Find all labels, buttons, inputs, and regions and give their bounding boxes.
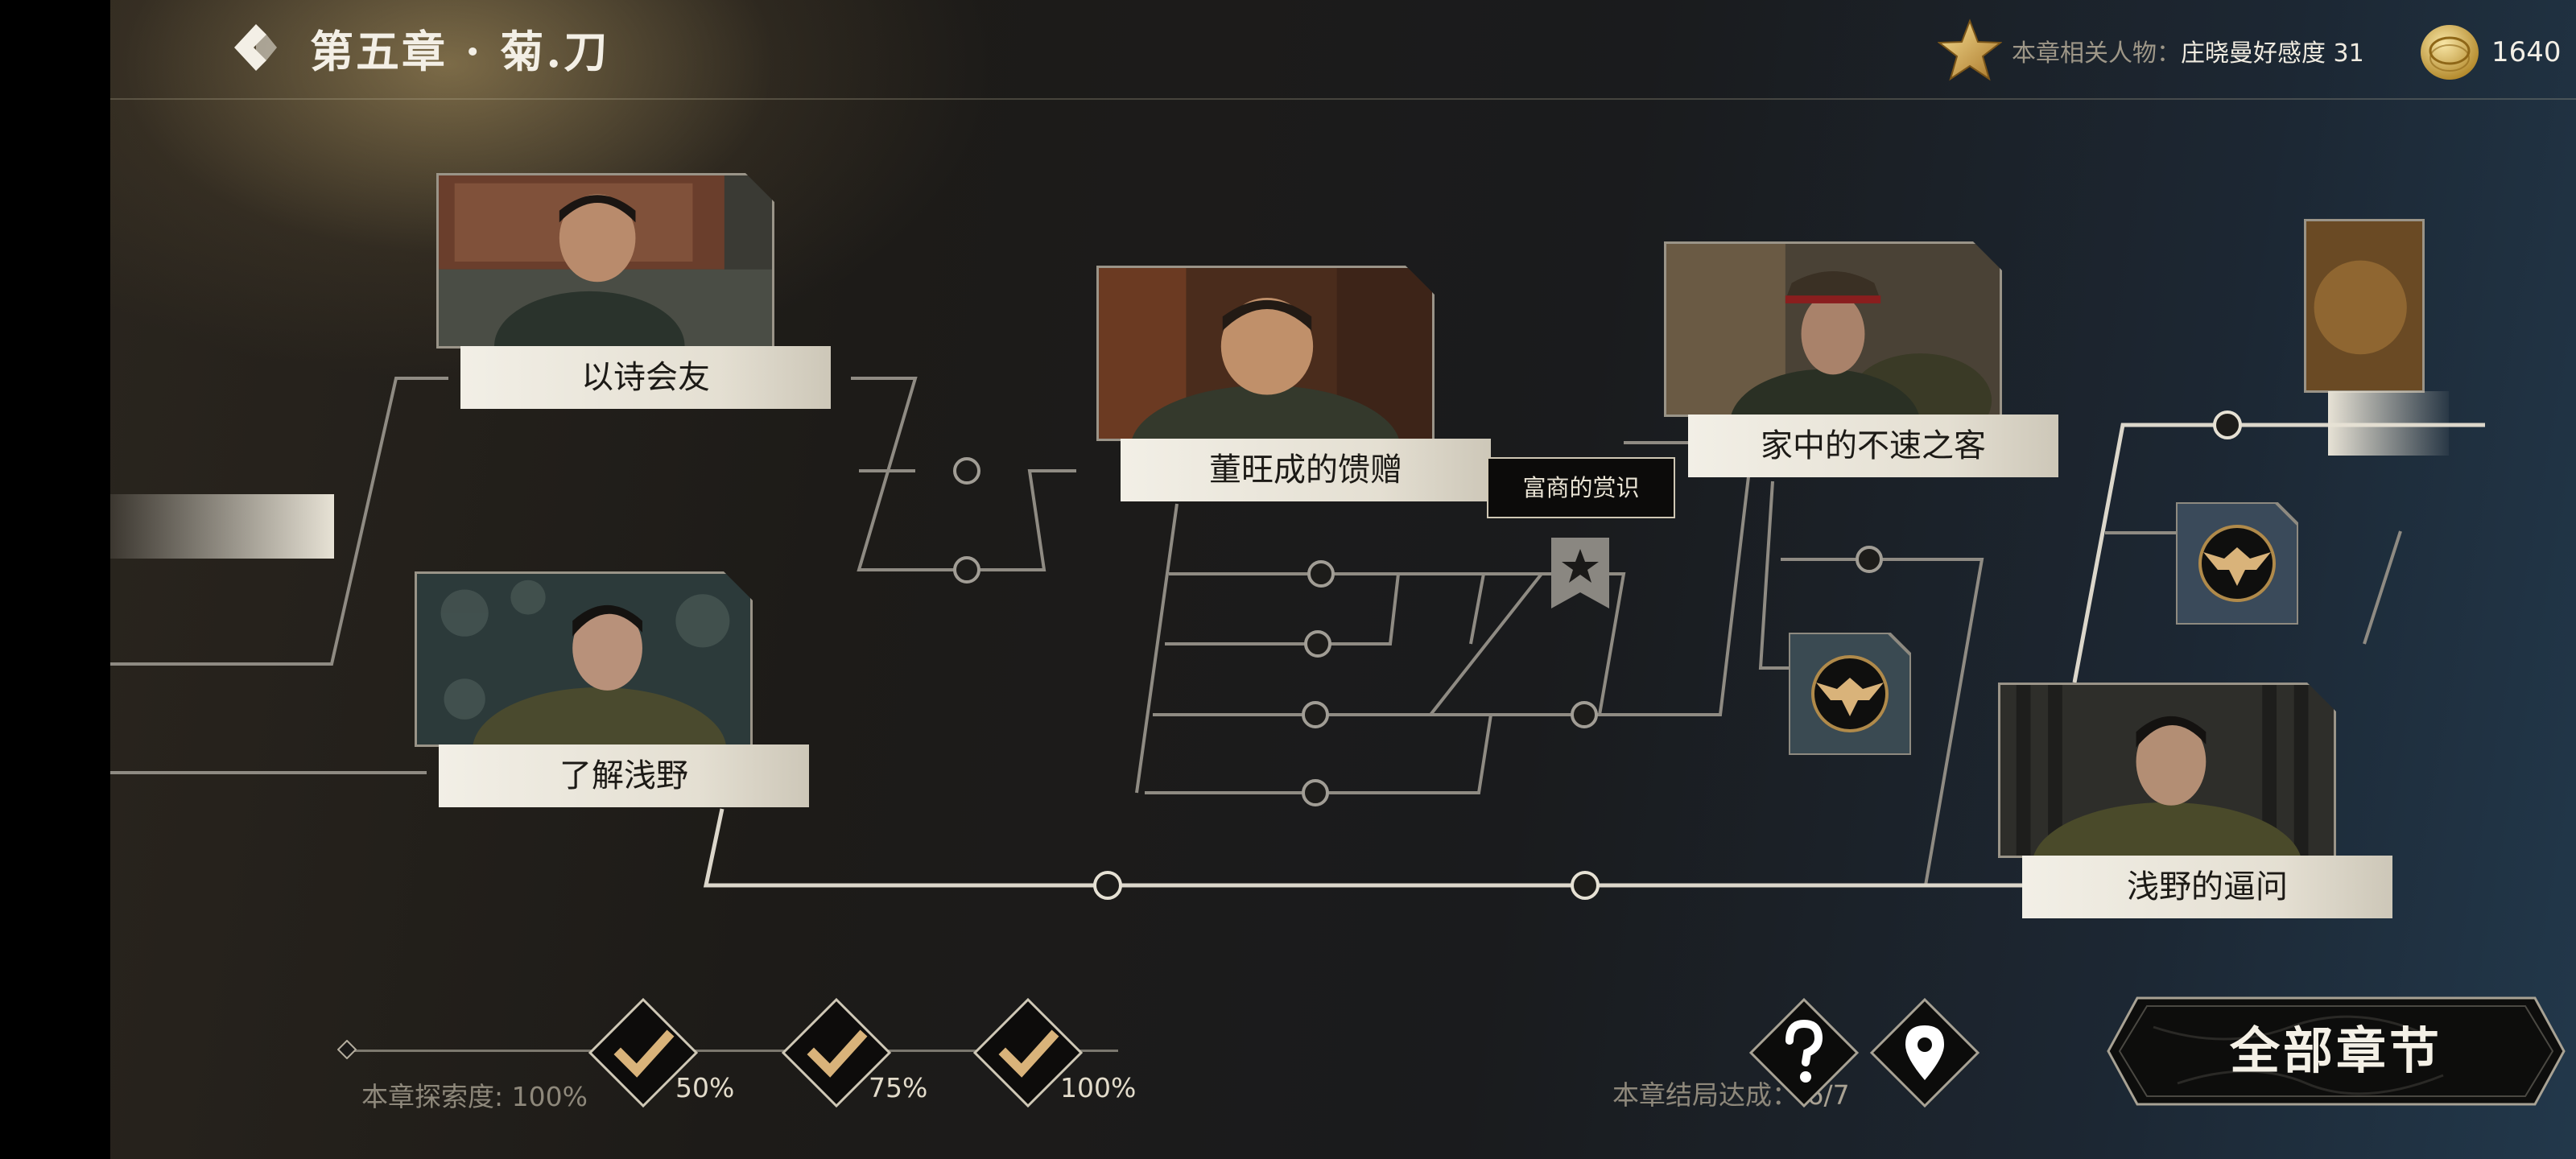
node-thumbnail (1998, 683, 2336, 858)
exploration-label: 本章探索度: (361, 1081, 504, 1112)
story-node-poetry[interactable]: 以诗会友 (436, 173, 831, 415)
story-node-visitor[interactable]: 家中的不速之客 (1664, 241, 2066, 483)
milestone-checkmark-icon[interactable] (587, 996, 700, 1109)
affinity-label: 本章相关人物： (2012, 39, 2181, 68)
header-divider (110, 98, 2576, 100)
gold-star-icon (1938, 19, 2002, 81)
map-pin-icon (1905, 1025, 1944, 1080)
node-thumbnail (1096, 266, 1435, 441)
achievement-tooltip: 富商的赏识 (1487, 457, 1675, 518)
winged-insignia-icon[interactable] (2176, 502, 2298, 625)
node-label: 浅野的逼问 (2022, 856, 2392, 918)
story-node-interrogation[interactable]: 浅野的逼问 (1998, 683, 2401, 924)
gold-coin-icon (2421, 25, 2479, 80)
bookmark-star-icon[interactable] (1551, 538, 1609, 608)
story-map: 第五章 · 菊.刀 本章相关人物： 庄晓曼好感度 31 1640 (110, 0, 2576, 1159)
node-thumbnail (1664, 241, 2002, 417)
offscreen-story-node[interactable] (2304, 219, 2449, 460)
coin-amount: 1640 (2491, 36, 2562, 68)
all-chapters-button-frame (2107, 996, 2566, 1106)
milestone-label: 100% (1060, 1072, 1137, 1103)
exploration-progress-track (345, 1050, 1118, 1052)
story-node-gift[interactable]: 董旺成的馈赠 (1096, 266, 1499, 507)
offscreen-node-stub (110, 494, 334, 559)
story-path-lines (110, 377, 2485, 900)
all-chapters-button[interactable]: 全部章节 (2105, 995, 2567, 1107)
node-label: 了解浅野 (439, 744, 809, 807)
all-chapters-label: 全部章节 (2229, 1021, 2442, 1080)
node-thumbnail (415, 571, 753, 747)
back-arrow-icon[interactable] (231, 23, 281, 72)
coin-counter: 1640 (2419, 21, 2562, 84)
path-junction-dots (953, 410, 2242, 900)
milestone-label: 75% (869, 1072, 928, 1103)
question-mark-icon (1785, 1019, 1823, 1083)
exploration-value: 100% (511, 1081, 588, 1112)
map-button[interactable] (1868, 996, 1981, 1109)
node-label: 以诗会友 (460, 346, 831, 409)
affinity-indicator: 本章相关人物： 庄晓曼好感度 31 (1938, 18, 2364, 84)
milestone-checkmark-icon[interactable] (780, 996, 893, 1109)
exploration-status: 本章探索度: 100% (361, 1075, 588, 1114)
chapter-title: 第五章 · 菊.刀 (310, 26, 610, 77)
node-label: 家中的不速之客 (1688, 415, 2058, 477)
story-node-asano[interactable]: 了解浅野 (415, 571, 809, 813)
help-button[interactable] (1748, 996, 1860, 1109)
ending-status: 本章结局达成： 6/7 (1612, 1074, 1850, 1112)
node-thumbnail (2304, 219, 2425, 393)
node-label: 董旺成的馈赠 (1121, 439, 1491, 501)
ending-label: 本章结局达成： (1612, 1079, 1798, 1111)
progress-start-diamond (337, 1040, 357, 1059)
affinity-value: 庄晓曼好感度 31 (2181, 39, 2364, 68)
node-thumbnail (436, 173, 774, 349)
milestone-checkmark-icon[interactable] (972, 996, 1084, 1109)
milestone-label: 50% (675, 1072, 735, 1103)
winged-insignia-icon[interactable] (1789, 633, 1911, 755)
